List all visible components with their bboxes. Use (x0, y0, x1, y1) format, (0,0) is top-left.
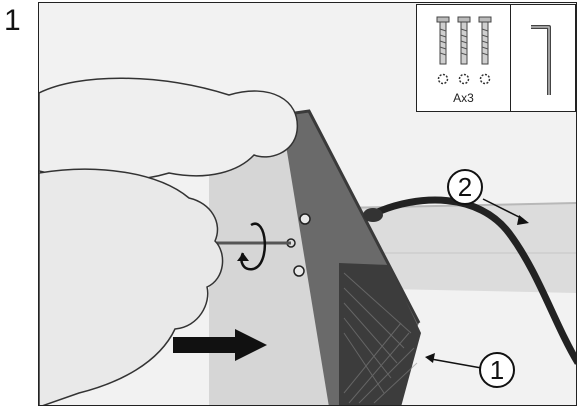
screw-icon (458, 17, 470, 64)
step-number: 1 (4, 6, 21, 36)
hardware-box: Ax3 (416, 4, 576, 112)
screw-hole-1 (300, 214, 310, 224)
hardware-divider (510, 5, 511, 111)
callout-2-label: 2 (458, 172, 472, 202)
callout-1: 1 (480, 353, 514, 387)
cable-grommet (363, 208, 383, 222)
callout-2: 2 (448, 170, 482, 204)
screw-icon (479, 17, 491, 64)
screws-quantity-label: Ax3 (417, 91, 510, 105)
screw-hole-2 (294, 266, 304, 276)
washer-icon (439, 75, 490, 84)
screw-icon (437, 17, 449, 64)
hex-key-icon (531, 27, 549, 95)
callout-1-label: 1 (490, 355, 504, 385)
